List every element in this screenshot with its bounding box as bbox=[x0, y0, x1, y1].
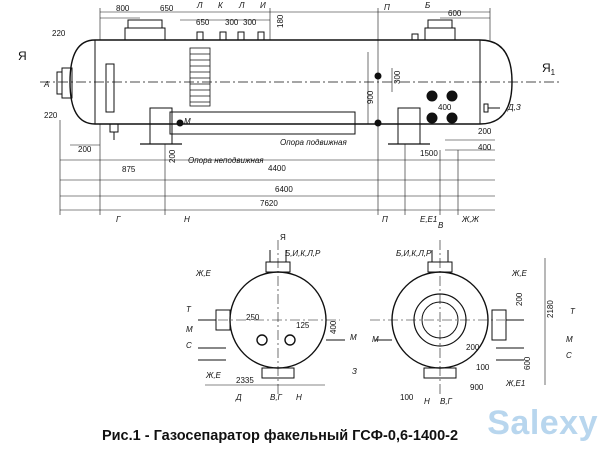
side-elevation-view bbox=[40, 8, 560, 215]
dim-4400: 4400 bbox=[268, 164, 286, 173]
left-label-s: С bbox=[186, 341, 192, 350]
right-dim-200: 200 bbox=[515, 292, 524, 306]
letter-g: Г bbox=[116, 215, 121, 224]
letter-n: Н bbox=[184, 215, 190, 224]
dim-220-top: 220 bbox=[52, 29, 66, 38]
top-dimension-lines bbox=[59, 8, 495, 215]
right-label-s: С bbox=[566, 351, 572, 360]
dim-200-right: 200 bbox=[478, 127, 492, 136]
label-m: М bbox=[184, 117, 191, 126]
dim-200-saddle: 200 bbox=[168, 149, 177, 163]
letter-l2: Л bbox=[238, 1, 245, 10]
right-label-zhe1: Ж,Е1 bbox=[505, 379, 525, 388]
left-top-labels: Б,И,К,Л,Р bbox=[285, 249, 321, 258]
manhole-left bbox=[124, 27, 166, 41]
right-view-texts: Б,И,К,Л,Р Ж,Е Т М С Ж,Е1 М Н В,Г 200 218… bbox=[372, 249, 576, 406]
letter-i: И bbox=[260, 1, 266, 10]
left-ya: Я bbox=[280, 233, 286, 242]
letter-v: В bbox=[438, 221, 444, 230]
dim-300-a: 300 bbox=[225, 18, 239, 27]
dim-7620: 7620 bbox=[260, 199, 278, 208]
dim-300-side: 300 bbox=[393, 70, 402, 84]
dim-200-left: 200 bbox=[78, 145, 92, 154]
right-label-m: М bbox=[566, 335, 573, 344]
left-label-zhe2: Ж,Е bbox=[205, 371, 222, 380]
left-view-texts: Я Б,И,К,Л,Р Ж,Е Т М С Ж,Е Д В,Г Н З М 25… bbox=[186, 233, 357, 402]
right-dim-100-b: 100 bbox=[400, 393, 414, 402]
right-dim-2180: 2180 bbox=[546, 300, 555, 318]
right-dim-900: 900 bbox=[470, 383, 484, 392]
letter-k: К bbox=[218, 1, 224, 10]
right-top-labels: Б,И,К,Л,Р bbox=[396, 249, 432, 258]
dim-6400: 6400 bbox=[275, 185, 293, 194]
mist-eliminator bbox=[189, 47, 211, 107]
dim-180: 180 bbox=[276, 14, 285, 28]
right-label-n: Н bbox=[424, 397, 430, 406]
support-fixed-saddle bbox=[149, 107, 173, 145]
left-label-n: Н bbox=[296, 393, 302, 402]
left-label-d: Д bbox=[235, 393, 242, 402]
label-support-fixed: Опора неподвижная bbox=[188, 156, 264, 165]
letter-b: Б bbox=[425, 1, 430, 10]
dim-1500: 1500 bbox=[420, 149, 438, 158]
dim-300-b: 300 bbox=[243, 18, 257, 27]
right-end-view bbox=[370, 240, 546, 395]
dim-650-a: 650 bbox=[160, 4, 174, 13]
right-dim-100-a: 100 bbox=[476, 363, 490, 372]
letter-e: Е,Е1 bbox=[420, 215, 437, 224]
right-label-t: Т bbox=[570, 307, 576, 316]
letter-zh: Ж,Ж bbox=[461, 215, 480, 224]
dim-400-right: 400 bbox=[478, 143, 492, 152]
label-support-moving: Опора подвижная bbox=[280, 138, 347, 147]
left-dim-2335: 2335 bbox=[236, 376, 254, 385]
figure-caption: Рис.1 - Газосепаратор факельный ГСФ-0,6-… bbox=[101, 428, 459, 444]
left-label-vg: В,Г bbox=[270, 393, 283, 402]
right-label-vg: В,Г bbox=[440, 397, 453, 406]
left-label-m-right: М bbox=[350, 333, 357, 342]
label-ya-left: Я bbox=[18, 49, 27, 63]
dim-800: 800 bbox=[116, 4, 130, 13]
internal-baffle bbox=[169, 111, 356, 135]
letter-p-bottom: П bbox=[382, 215, 388, 224]
right-label-m-left: М bbox=[372, 335, 379, 344]
dim-600: 600 bbox=[448, 9, 462, 18]
left-dim-125: 125 bbox=[296, 321, 310, 330]
left-label-m: М bbox=[186, 325, 193, 334]
label-a: А bbox=[43, 80, 49, 89]
side-view-texts: 800 650 650 300 300 180 600 Л К Л И П Б … bbox=[18, 1, 556, 230]
left-label-t: Т bbox=[186, 305, 192, 314]
left-end-view bbox=[198, 240, 345, 395]
letter-p: П bbox=[384, 3, 390, 12]
left-label-zhe: Ж,Е bbox=[195, 269, 212, 278]
left-dim-400: 400 bbox=[329, 320, 338, 334]
dim-900-side: 900 bbox=[366, 90, 375, 104]
watermark-logo: Salexy bbox=[487, 404, 598, 442]
manhole-right bbox=[424, 27, 456, 41]
letter-l: Л bbox=[196, 1, 203, 10]
dim-650-b: 650 bbox=[196, 18, 210, 27]
label-d3: Д,З bbox=[507, 103, 521, 112]
left-dim-250: 250 bbox=[246, 313, 260, 322]
dim-220-bottom: 220 bbox=[44, 111, 58, 120]
right-dim-200-b: 200 bbox=[466, 343, 480, 352]
left-label-z: З bbox=[352, 367, 357, 376]
right-label-zhe: Ж,Е bbox=[511, 269, 528, 278]
dim-400-right-top: 400 bbox=[438, 103, 452, 112]
right-dim-600: 600 bbox=[523, 356, 532, 370]
dim-875: 875 bbox=[122, 165, 136, 174]
support-moving-saddle bbox=[397, 107, 421, 145]
label-ya-right: Я1 bbox=[542, 61, 556, 77]
